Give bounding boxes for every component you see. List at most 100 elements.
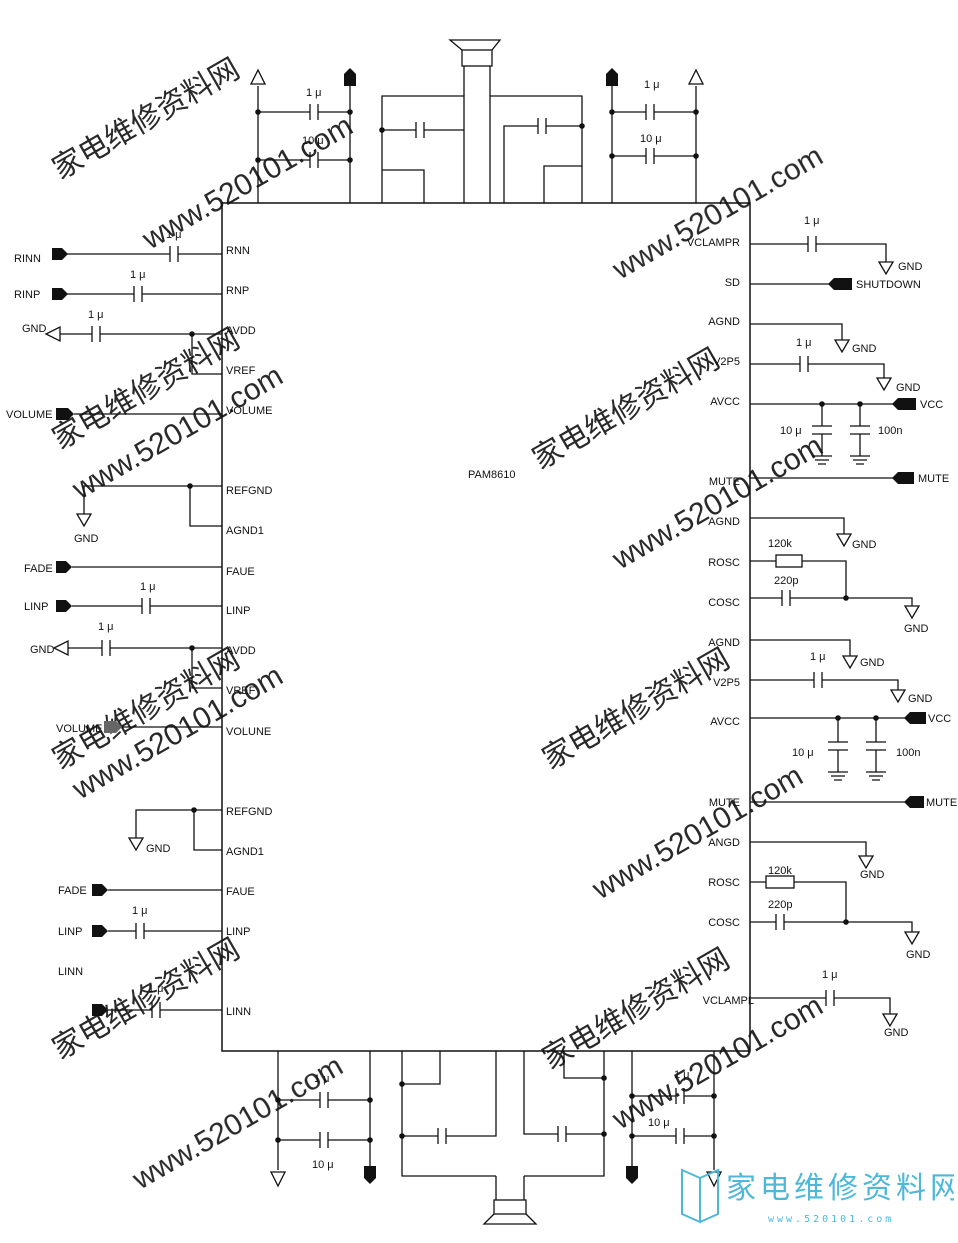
junction xyxy=(367,1097,373,1103)
wire xyxy=(495,1176,525,1200)
pin-label: SD xyxy=(725,277,740,289)
right-pin-labels: VCLAMPR SD AGND V2P5 AVCC MUTE AGND ROSC… xyxy=(687,237,754,1007)
capacitor xyxy=(141,598,151,614)
gnd-arrow xyxy=(44,325,61,343)
component-value: 10 μ xyxy=(312,1159,334,1171)
net-label: GND xyxy=(884,1027,909,1039)
pin-label: AVCC xyxy=(710,716,740,728)
pin-label: AVDD xyxy=(226,325,256,337)
gnd-arrow xyxy=(75,513,93,528)
component-value: 10 μ xyxy=(302,135,324,147)
net-flag xyxy=(904,712,926,724)
pin-label: AVCC xyxy=(710,396,740,408)
net-flag xyxy=(52,248,68,260)
wire xyxy=(523,1051,605,1177)
net-label: MUTE xyxy=(926,797,957,809)
speaker-icon xyxy=(493,1199,527,1215)
pin-label: VOLUME xyxy=(226,405,272,417)
net-flag xyxy=(828,278,852,290)
wire xyxy=(750,841,867,856)
gnd-arrow xyxy=(127,837,145,852)
component-value: 10 μ xyxy=(792,747,814,759)
power-arrow xyxy=(687,68,705,85)
net-flag xyxy=(52,288,68,300)
capacitor xyxy=(645,104,655,164)
watermark-text: www.520101.com xyxy=(586,759,808,906)
pin-label: LINP xyxy=(226,926,250,938)
capacitor xyxy=(675,1088,685,1144)
junction xyxy=(379,127,385,133)
watermark-text: 家电维修资料网 xyxy=(537,642,735,776)
net-flag xyxy=(92,925,108,937)
net-label: GND xyxy=(904,623,929,635)
component-value: 1 μ xyxy=(140,581,156,593)
net-flag xyxy=(56,600,72,612)
net-label: VOLUME xyxy=(56,723,102,735)
wire xyxy=(60,333,222,375)
net-flag xyxy=(892,472,914,484)
component-value: 1 μ xyxy=(674,1069,690,1081)
component-value: 10 μ xyxy=(780,425,802,437)
component-value: 1 μ xyxy=(130,269,146,281)
component-value: 100n xyxy=(896,747,920,759)
pin-label: AVDD xyxy=(226,645,256,657)
wire xyxy=(257,86,351,203)
pin-label: AGND1 xyxy=(226,846,264,858)
bottom-circuit: 1 μ 10 μ 1 μ 10 μ xyxy=(269,1051,723,1225)
net-label: FADE xyxy=(58,885,87,897)
gnd-arrow xyxy=(877,261,895,276)
wire xyxy=(750,997,891,1014)
book-icon xyxy=(681,1168,719,1224)
gnd-arrow xyxy=(857,855,875,870)
net-label: VCC xyxy=(920,399,943,411)
pin-label: AGND xyxy=(708,637,740,649)
gnd-arrow xyxy=(903,931,921,946)
capacitor xyxy=(101,640,111,656)
wire xyxy=(381,95,465,203)
wire xyxy=(750,717,910,772)
junction xyxy=(399,1081,405,1087)
net-flag xyxy=(104,721,122,733)
net-label: GND xyxy=(852,539,877,551)
capacitor xyxy=(133,286,143,302)
component-value: 1 μ xyxy=(166,229,182,241)
pin-label: AGND1 xyxy=(226,525,264,537)
junction xyxy=(609,109,615,115)
pin-label: V2P5 xyxy=(713,356,740,368)
wire xyxy=(463,66,491,96)
net-label: GND xyxy=(852,343,877,355)
watermark-layer: www.520101.com 家电维修资料网 www.520101.com 家电… xyxy=(47,52,829,1196)
watermark-text: 家电维修资料网 xyxy=(47,932,245,1066)
pin-label: V2P5 xyxy=(713,677,740,689)
component-value: 1 μ xyxy=(314,1073,330,1085)
speaker-icon xyxy=(461,49,493,67)
pin-label: VREF xyxy=(226,365,256,377)
junction xyxy=(579,123,585,129)
net-label: GND xyxy=(30,644,55,656)
pin-label: REFGND xyxy=(226,806,273,818)
junction xyxy=(191,807,197,813)
junction xyxy=(629,1093,635,1099)
component-value: 1 μ xyxy=(306,87,322,99)
net-label: LINP xyxy=(58,926,82,938)
wire xyxy=(750,560,913,606)
gnd-arrow xyxy=(833,339,851,354)
pin-label: LINP xyxy=(226,605,250,617)
net-flag xyxy=(344,68,356,86)
wire xyxy=(631,1051,715,1170)
left-pin-labels: RNN RNP AVDD VREF VOLUME REFGND AGND1 FA… xyxy=(226,245,273,1018)
component-value: 1 μ xyxy=(148,983,164,995)
speaker-icon xyxy=(448,39,502,51)
junction xyxy=(609,153,615,159)
component-value: 120k xyxy=(768,538,792,550)
junction xyxy=(367,1137,373,1143)
pin-label: ROSC xyxy=(708,557,740,569)
junction xyxy=(601,1131,607,1137)
capacitor xyxy=(799,356,809,372)
capacitor xyxy=(309,104,319,168)
watermark-text: 家电维修资料网 xyxy=(47,52,245,186)
wire xyxy=(401,1051,497,1177)
junction xyxy=(711,1133,717,1139)
ground-symbol xyxy=(812,455,870,465)
capacitor xyxy=(437,1128,447,1144)
